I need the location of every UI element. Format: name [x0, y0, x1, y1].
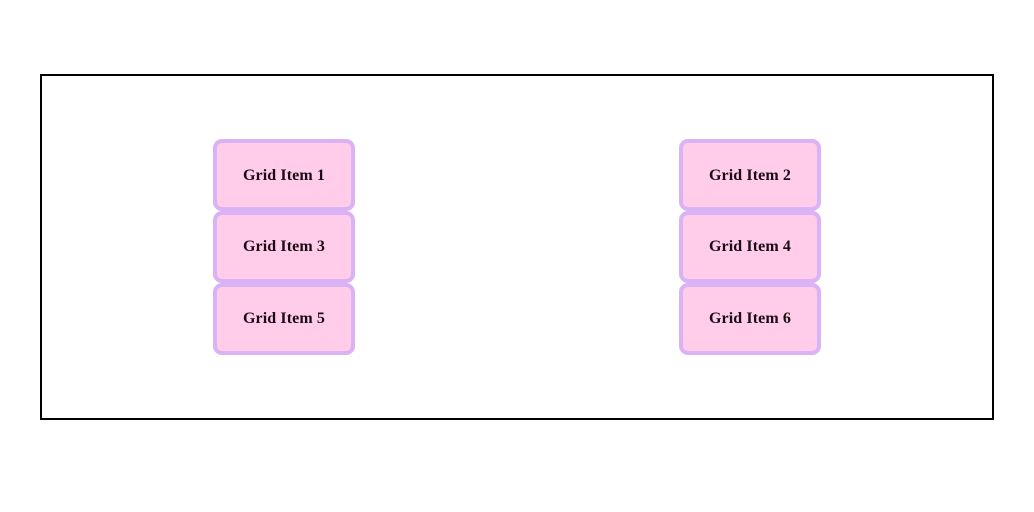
grid-item-label: Grid Item 4	[709, 238, 791, 256]
grid-item-label: Grid Item 5	[243, 309, 325, 327]
grid-item[interactable]: Grid Item 3	[213, 211, 355, 283]
grid-item-label: Grid Item 3	[243, 238, 325, 256]
grid-item[interactable]: Grid Item 6	[679, 282, 821, 355]
grid-item-label: Grid Item 2	[709, 166, 791, 184]
grid-item[interactable]: Grid Item 2	[679, 139, 821, 212]
grid-container: Grid Item 1 Grid Item 2 Grid Item 3 Grid…	[40, 74, 994, 420]
grid-item-label: Grid Item 6	[709, 309, 791, 327]
grid-item[interactable]: Grid Item 1	[213, 139, 355, 212]
grid-item-label: Grid Item 1	[243, 166, 325, 184]
grid-item[interactable]: Grid Item 5	[213, 282, 355, 355]
grid-item[interactable]: Grid Item 4	[679, 211, 821, 283]
